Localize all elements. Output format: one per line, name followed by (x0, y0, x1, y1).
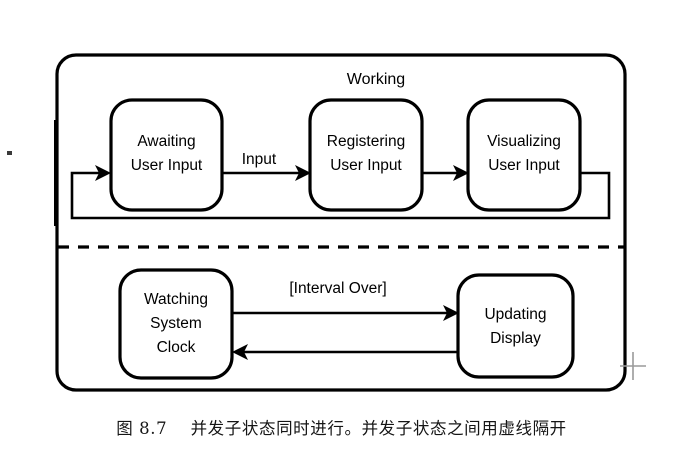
transition-awaiting-to-registering: Input (220, 151, 311, 181)
state-updating-display-box (456, 273, 575, 379)
transition-registering-to-visualizing (420, 165, 469, 181)
transition-visualizing-to-awaiting-path (70, 171, 611, 220)
state-awaiting-user-input[interactable]: Awaiting User Input (109, 98, 224, 212)
state-registering-user-input-line1: Registering (327, 133, 405, 150)
state-registering-user-input-line2: User Input (330, 157, 402, 174)
state-visualizing-user-input[interactable]: Visualizing User Input (466, 98, 582, 212)
state-awaiting-user-input-line1: Awaiting (137, 133, 195, 150)
state-updating-display-line1: Updating (484, 306, 546, 323)
state-watching-system-clock-line2: System (150, 315, 202, 332)
state-watching-system-clock-line3: Clock (157, 339, 196, 356)
registration-mark-icon (620, 352, 646, 380)
scan-speck (7, 151, 12, 155)
transition-watching-to-updating-arrowhead (443, 305, 459, 321)
state-visualizing-user-input-box (466, 98, 582, 212)
state-watching-system-clock[interactable]: Watching System Clock (118, 268, 234, 380)
transition-label-input: Input (242, 151, 277, 168)
transition-label-interval-over: [Interval Over] (289, 280, 386, 297)
transition-registering-to-visualizing-arrowhead (453, 165, 469, 181)
state-awaiting-user-input-line2: User Input (131, 157, 203, 174)
state-registering-user-input[interactable]: Registering User Input (308, 98, 424, 212)
transition-updating-to-watching (232, 344, 460, 360)
transition-visualizing-to-awaiting-arrowhead (95, 165, 111, 181)
state-visualizing-user-input-line1: Visualizing (487, 133, 561, 150)
state-awaiting-user-input-box (109, 98, 224, 212)
transition-awaiting-to-registering-arrowhead (295, 165, 311, 181)
transition-watching-to-updating: [Interval Over] (230, 280, 459, 321)
transition-visualizing-to-awaiting (70, 165, 611, 220)
state-watching-system-clock-box (118, 268, 234, 380)
state-updating-display-line2: Display (490, 330, 541, 347)
state-watching-system-clock-line1: Watching (144, 291, 208, 308)
composite-state-label: Working (347, 71, 405, 88)
figure-caption: 图 8.7 并发子状态同时进行。并发子状态之间用虚线隔开 (116, 419, 567, 438)
state-visualizing-user-input-line2: User Input (488, 157, 560, 174)
state-updating-display[interactable]: Updating Display (456, 273, 575, 379)
state-registering-user-input-box (308, 98, 424, 212)
transition-updating-to-watching-arrowhead (232, 344, 248, 360)
